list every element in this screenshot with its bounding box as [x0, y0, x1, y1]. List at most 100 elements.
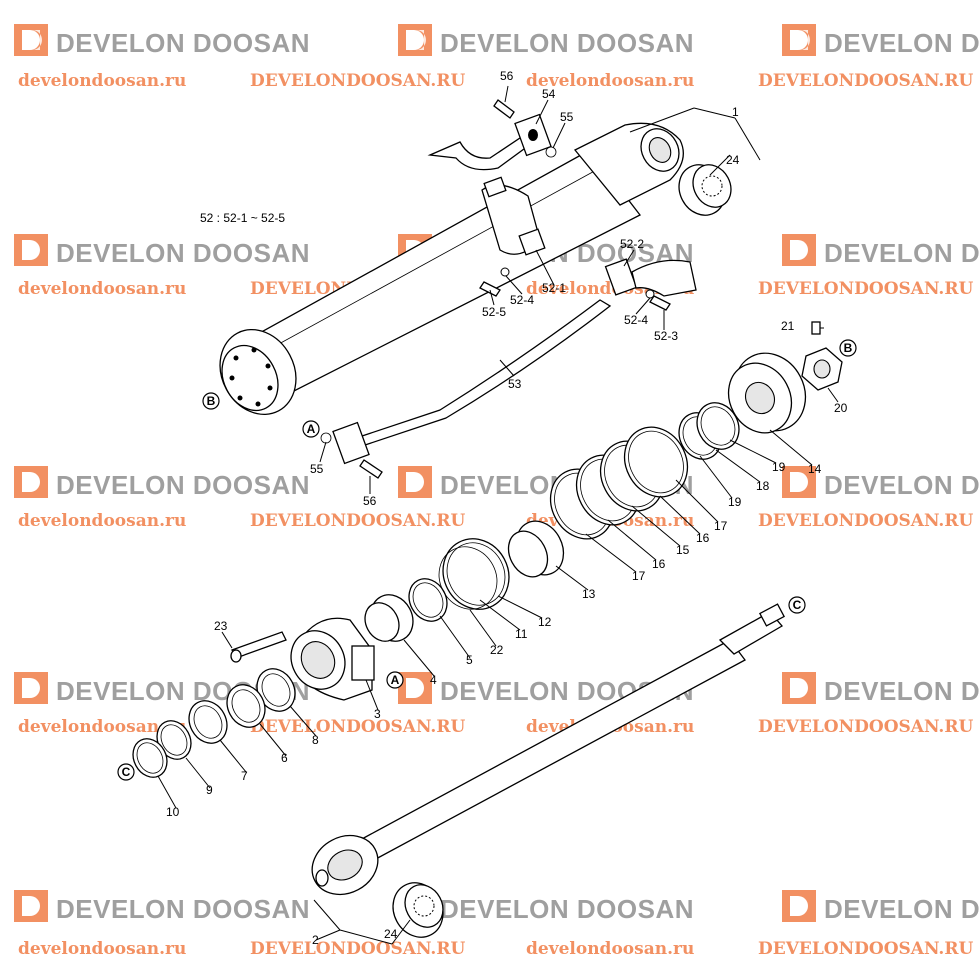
callout-label: A [391, 673, 400, 687]
watermark-url: DEVELONDOOSAN.RU [758, 71, 973, 91]
part-label-2: 2 [312, 933, 319, 947]
part-label-52-5: 52-5 [482, 305, 506, 319]
part-label-22: 22 [490, 643, 504, 657]
part-label-24b: 24 [384, 927, 398, 941]
part-label-52-3: 52-3 [654, 329, 678, 343]
part-label-55b: 55 [310, 462, 324, 476]
part-label-1: 1 [732, 105, 739, 119]
watermark-logo-icon [14, 672, 48, 704]
watermark-logo-icon [14, 24, 48, 56]
part-label-10: 10 [166, 805, 180, 819]
callout-label: B [844, 341, 853, 355]
watermark-brand: DEVELON DOOSAN [56, 238, 310, 268]
part-label-14: 14 [808, 462, 822, 476]
callout-a-cover: A [386, 671, 404, 689]
watermark-logo-icon [782, 234, 816, 266]
part-label-17a: 17 [714, 519, 728, 533]
watermark-url: DEVELONDOOSAN.RU [250, 511, 465, 531]
watermark-logo-icon [782, 890, 816, 922]
watermark-url: develondoosan.ru [18, 71, 186, 91]
part-label-13: 13 [582, 587, 596, 601]
part-labels: 52 : 52-1 ~ 52-5 1 2 3 4 5 6 7 8 9 10 11… [166, 69, 848, 947]
part-label-52-4b: 52-4 [624, 313, 648, 327]
callout-c-ring: C [117, 763, 135, 781]
part-label-3: 3 [374, 707, 381, 721]
piston-parts-drawing [438, 321, 843, 610]
callout-label: C [122, 765, 131, 779]
cylinder-tube-drawing [219, 122, 732, 416]
watermark-url: DEVELONDOOSAN.RU [758, 939, 973, 959]
assembly-note: 52 : 52-1 ~ 52-5 [200, 211, 285, 225]
callout-label: A [307, 422, 316, 436]
watermark-logo-icon [398, 24, 432, 56]
watermark-url: develondoosan.ru [18, 717, 186, 737]
part-label-20: 20 [834, 401, 848, 415]
piston-rod-drawing [311, 603, 785, 938]
watermark-logo-icon [782, 672, 816, 704]
callout-label: C [793, 598, 802, 612]
part-label-8: 8 [312, 733, 319, 747]
part-label-5: 5 [466, 653, 473, 667]
part-label-9: 9 [206, 783, 213, 797]
watermark-url: DEVELONDOOSAN.RU [758, 717, 973, 737]
callout-b-left: B [202, 392, 220, 410]
watermark-logo-icon [782, 24, 816, 56]
watermark-brand: DEVELON DOOSAN [56, 894, 310, 924]
part-label-16b: 16 [652, 557, 666, 571]
part-label-16a: 16 [696, 531, 710, 545]
part-label-23: 23 [214, 619, 228, 633]
part-label-21: 21 [781, 319, 795, 333]
part-label-56a: 56 [500, 69, 514, 83]
callout-c-rod: C [788, 596, 806, 614]
part-label-56b: 56 [363, 494, 377, 508]
watermark-brand: DEVELON DOOSAN [824, 28, 980, 58]
part-label-54: 54 [542, 87, 556, 101]
watermark-url: DEVELONDOOSAN.RU [250, 71, 465, 91]
callout-b-top: B [839, 339, 857, 357]
watermark-logo-icon [14, 890, 48, 922]
watermark-url: DEVELONDOOSAN.RU [250, 717, 465, 737]
part-label-19b: 19 [728, 495, 742, 509]
part-label-55a: 55 [560, 110, 574, 124]
part-label-17b: 17 [632, 569, 646, 583]
part-label-4: 4 [430, 673, 437, 687]
watermark-brand: DEVELON DOOSAN [56, 470, 310, 500]
watermark-url: develondoosan.ru [18, 279, 186, 299]
watermark-url: develondoosan.ru [526, 71, 694, 91]
watermark-logo-icon [398, 466, 432, 498]
part-label-7: 7 [241, 769, 248, 783]
watermark-url: DEVELONDOOSAN.RU [758, 511, 973, 531]
watermark-logo-icon [14, 466, 48, 498]
watermark-url: develondoosan.ru [526, 939, 694, 959]
watermark-brand: DEVELON DOOSAN [824, 676, 980, 706]
watermark-url: DEVELONDOOSAN.RU [758, 279, 973, 299]
watermark-logo-icon [398, 672, 432, 704]
part-label-24a: 24 [726, 153, 740, 167]
part-label-18: 18 [756, 479, 770, 493]
part-label-6: 6 [281, 751, 288, 765]
leader-lines [157, 85, 839, 945]
part-label-52-1: 52-1 [542, 281, 566, 295]
watermark-brand: DEVELON DOOSAN [824, 470, 980, 500]
watermark-brand: DEVELON DOOSAN [440, 894, 694, 924]
watermark-brand: DEVELON DOOSAN [56, 28, 310, 58]
watermark-brand: DEVELON DOOSAN [440, 28, 694, 58]
watermark-logo-icon [14, 234, 48, 266]
rod-cover-drawing [230, 617, 375, 701]
pipe-assembly-drawing [320, 99, 697, 479]
watermark-brand: DEVELON DOOSAN [824, 238, 980, 268]
part-label-11: 11 [515, 627, 528, 641]
rod-seals-drawing [132, 578, 448, 778]
watermark-logo-icon [782, 466, 816, 498]
callout-a-pipe: A [302, 420, 320, 438]
callout-label: B [207, 394, 216, 408]
watermark-url: develondoosan.ru [18, 939, 186, 959]
part-label-52-2: 52-2 [620, 237, 644, 251]
part-label-19a: 19 [772, 460, 786, 474]
watermark-brand: DEVELON DOOSAN [824, 894, 980, 924]
part-label-53: 53 [508, 377, 522, 391]
watermark-url: develondoosan.ru [18, 511, 186, 531]
part-label-15: 15 [676, 543, 690, 557]
